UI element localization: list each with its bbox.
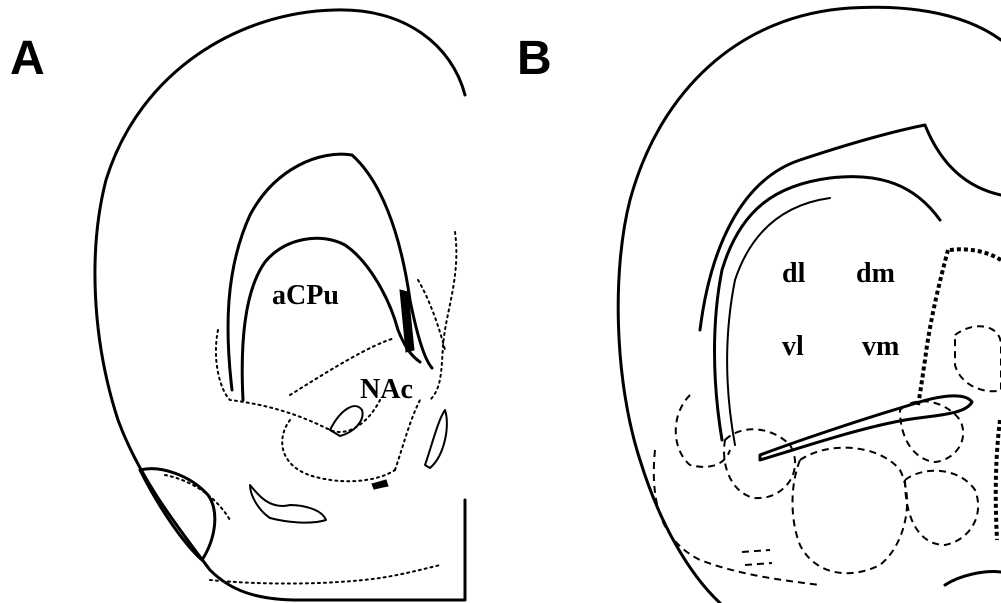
panel-b-corpus-callosum	[700, 125, 1001, 330]
panel-a-ventral-notch	[140, 469, 215, 560]
panel-a-lateral-island	[425, 410, 447, 468]
panel-a-dotted-boundary-8	[165, 475, 230, 520]
label-dl: dl	[782, 260, 805, 288]
label-nac: NAc	[360, 376, 413, 404]
panel-b-striatum-boundary	[715, 177, 941, 440]
label-acpu: aCPu	[272, 282, 339, 310]
label-dm: dm	[856, 260, 895, 288]
panel-b-hemisphere-outline	[618, 7, 1001, 603]
panel-a-ventricle	[400, 290, 414, 352]
panel-a-dotted-boundary-3	[216, 330, 380, 432]
panel-b-dashed-right-edge	[996, 420, 1000, 540]
panel-a-small-island	[372, 480, 388, 489]
panel-b-small-marks	[742, 550, 772, 565]
panel-b-ventral-solid	[945, 572, 1001, 585]
panel-b-ventricle-edge	[950, 249, 1001, 260]
panel-a-letter: A	[10, 35, 45, 83]
panel-a-dotted-boundary-7	[210, 565, 440, 584]
label-vl: vl	[782, 333, 804, 361]
panel-b-striatum-inner	[727, 198, 830, 445]
panel-a-dotted-boundary-5	[282, 420, 395, 481]
label-vm: vm	[862, 333, 899, 361]
panel-b-dashed-region-4	[900, 401, 963, 462]
panel-a-dotted-boundary-6	[395, 400, 420, 470]
panel-a-olfactory-tubercle	[250, 485, 326, 523]
panel-b-dashed-region-5	[905, 471, 978, 545]
panel-b-letter: B	[517, 35, 552, 83]
panel-a-dotted-boundary-1	[430, 232, 456, 400]
panel-b-drawing	[618, 7, 1001, 603]
panel-b-dashed-region-6	[955, 326, 1001, 391]
panel-a-dotted-boundary-2	[418, 280, 445, 350]
panel-b-medial-boundary	[918, 250, 948, 405]
panel-b-dashed-region-3	[793, 448, 908, 574]
